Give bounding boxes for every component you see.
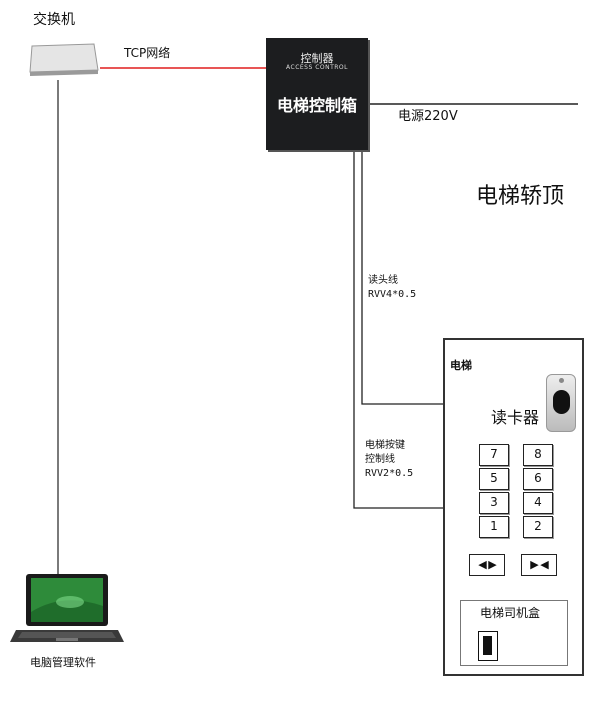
button-wire-line <box>353 150 476 509</box>
reader-wire-label: 读头线 RVV4*0.5 <box>368 274 416 302</box>
floor-button-2[interactable]: 2 <box>523 516 553 538</box>
network-switch-icon <box>29 43 99 76</box>
key-slot-fill <box>483 636 492 655</box>
floor-button-6[interactable]: 6 <box>523 468 553 490</box>
laptop-icon <box>10 574 124 642</box>
pc-software-label: 电脑管理软件 <box>30 656 96 669</box>
button-wire-label: 电梯按键 控制线 RVV2*0.5 <box>365 439 413 481</box>
floor-button-5[interactable]: 5 <box>479 468 509 490</box>
floor-button-1[interactable]: 1 <box>479 516 509 538</box>
panel-title: 电梯 <box>450 359 472 372</box>
controller-box-icon: 控制器 ACCESS CONTROL 电梯控制箱 <box>266 38 368 150</box>
floor-button-3[interactable]: 3 <box>479 492 509 514</box>
reader-sensor <box>553 390 570 414</box>
power-label: 电源220V <box>398 109 458 124</box>
floor-button-8[interactable]: 8 <box>523 444 553 466</box>
driver-box <box>460 600 568 666</box>
controller-top-label: 控制器 <box>300 52 334 65</box>
card-reader-icon <box>546 374 576 432</box>
key-slot-icon <box>478 631 498 661</box>
tcp-network-label: TCP网络 <box>124 46 171 60</box>
floor-button-7[interactable]: 7 <box>479 444 509 466</box>
controller-main-label: 电梯控制箱 <box>276 96 357 115</box>
card-reader-label: 读卡器 <box>491 408 540 427</box>
door-open-button[interactable]: ◀ ▶ <box>469 554 505 576</box>
elevator-panel <box>443 338 584 676</box>
switch-label: 交换机 <box>33 12 75 28</box>
button-wire-name-1: 电梯按键 <box>365 440 405 451</box>
reader-led <box>559 378 564 383</box>
driver-box-label: 电梯司机盒 <box>480 606 541 620</box>
button-wire-name-2: 控制线 <box>365 454 395 465</box>
door-close-button[interactable]: ▶ ◀ <box>521 554 557 576</box>
car-top-label: 电梯轿顶 <box>476 184 565 209</box>
button-wire-spec: RVV2*0.5 <box>365 468 414 479</box>
reader-wire-name: 读头线 <box>368 275 398 286</box>
controller-sub-label: ACCESS CONTROL <box>286 64 348 71</box>
floor-button-4[interactable]: 4 <box>523 492 553 514</box>
reader-wire-spec: RVV4*0.5 <box>368 289 417 300</box>
